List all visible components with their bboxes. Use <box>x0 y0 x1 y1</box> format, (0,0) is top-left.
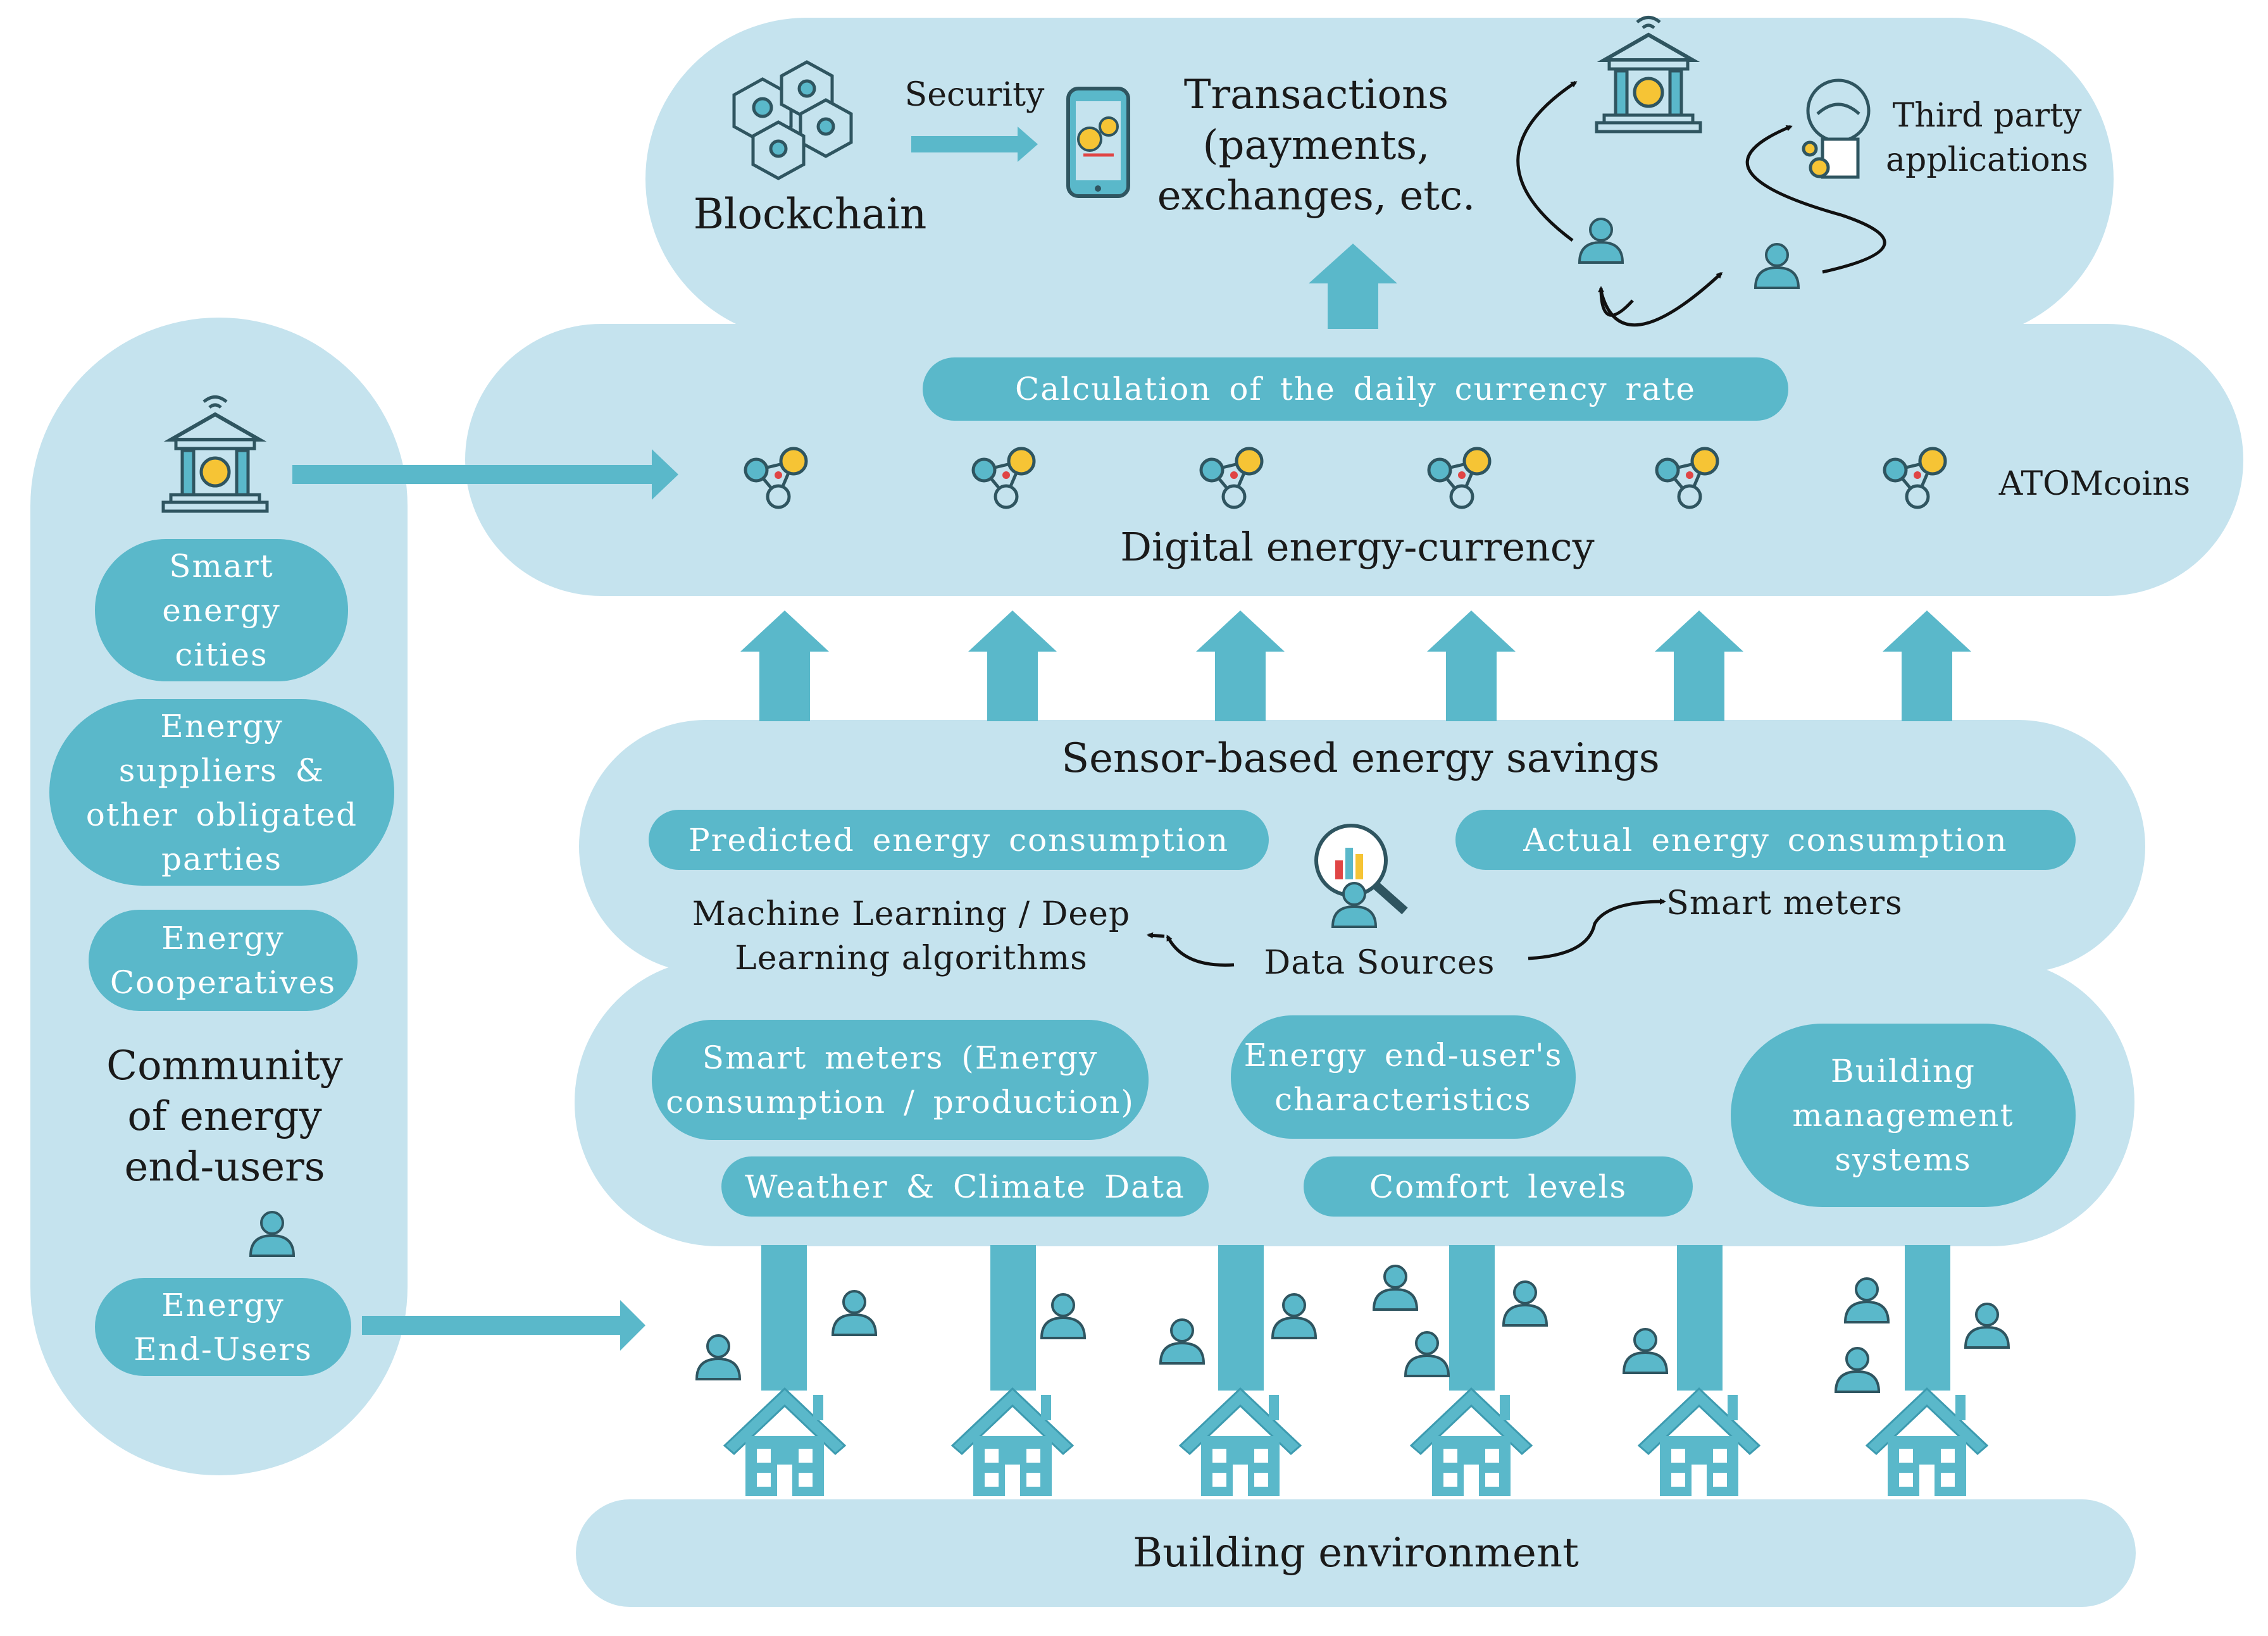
blockchain-label: Blockchain <box>693 190 927 239</box>
end-user-characteristics-pill: Energy end-user's characteristics <box>1231 1015 1576 1139</box>
energy-cooperatives-pill: Energy Cooperatives <box>89 910 358 1011</box>
energy-suppliers-pill: Energy suppliers & other obligated parti… <box>49 699 394 886</box>
energy-end-users-pill: Energy End-Users <box>95 1278 351 1376</box>
blockchain-cubes-icon <box>732 60 853 180</box>
community-title: Community of energy end-users <box>106 1043 343 1191</box>
coin-icon-group <box>745 449 1945 507</box>
ml-algorithms-label: Machine Learning / Deep Learning algorit… <box>692 895 1131 977</box>
savings-title: Sensor-based energy savings <box>1061 735 1660 782</box>
smart-meters-pill: Smart meters (Energy consumption / produ… <box>652 1020 1149 1140</box>
bank-icon <box>1597 18 1700 132</box>
phone-exchange-icon <box>1066 87 1130 198</box>
house-icon-group <box>723 1387 1988 1497</box>
predicted-consumption-pill: Predicted energy consumption <box>649 810 1269 870</box>
up-arrow-group <box>740 244 1971 721</box>
rate-calculation-pill: Calculation of the daily currency rate <box>923 357 1788 421</box>
curved-arrow-group <box>1147 80 1886 967</box>
pillar-group <box>761 1245 1950 1391</box>
building-management-pill: Building management systems <box>1731 1024 2076 1207</box>
transactions-label: Transactions (payments, exchanges, etc. <box>1157 71 1476 220</box>
weather-climate-pill: Weather & Climate Data <box>721 1156 1209 1217</box>
actual-consumption-pill: Actual energy consumption <box>1455 810 2076 870</box>
third-party-label: Third party applications <box>1886 97 2088 179</box>
security-label: Security <box>904 76 1045 114</box>
building-environment-title: Building environment <box>1133 1530 1579 1577</box>
analytics-magnifier-icon <box>1314 824 1408 928</box>
comfort-levels-pill: Comfort levels <box>1304 1156 1693 1217</box>
bank-icon <box>163 397 267 512</box>
smart-cities-pill: Smart energy cities <box>95 539 348 681</box>
data-sources-label: Data Sources <box>1264 944 1495 982</box>
currency-title: Digital energy-currency <box>1120 524 1595 570</box>
handshake-badge-icon <box>1802 78 1871 179</box>
building-panel <box>576 1499 2136 1607</box>
right-arrow-group <box>292 127 1038 1351</box>
atomcoins-label: ATOMcoins <box>1998 465 2191 503</box>
blockchain-panel <box>645 18 2114 340</box>
smart-meters-label: Smart meters <box>1666 884 1903 922</box>
